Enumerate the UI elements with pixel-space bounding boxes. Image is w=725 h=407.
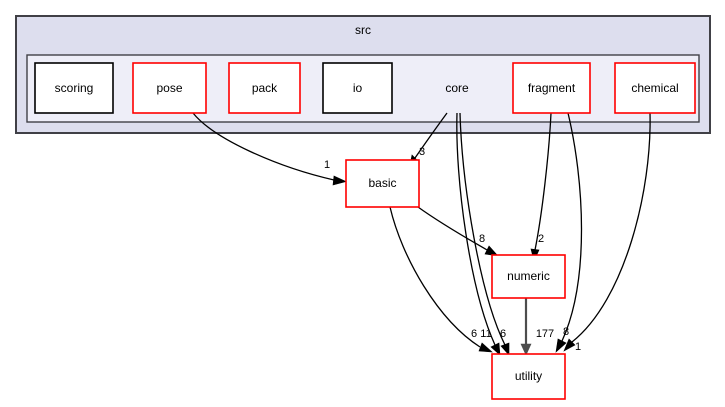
edge-chemical-to-utility-path [571,112,651,343]
node-core: core [445,81,469,95]
edge-core-to-utility-a-arrowhead [490,342,501,356]
edge-fragment-to-numeric-path [534,112,552,251]
node-fragment-rect[interactable] [512,62,591,114]
edge-fragment-to-utility-arrowhead [555,338,567,353]
edge-chemical-to-utility-arrowhead [563,338,576,352]
edge-basic-to-numeric-path [417,206,488,251]
edge-pose-to-basic-path [192,112,335,181]
node-pose-label: pose [156,81,182,95]
node-core-label: core [445,81,469,95]
node-chemical[interactable]: chemical [614,62,696,114]
edges-layer: 1 3 8 2 6 11 [192,112,651,356]
edge-core-to-utility-a: 11 [456,112,501,356]
edge-basic-to-numeric-label: 8 [479,233,485,245]
edge-fragment-to-utility-path [561,112,583,342]
cluster-src-label: src [355,23,371,37]
node-fragment-label: fragment [528,81,576,95]
node-scoring-label: scoring [55,81,94,95]
edge-numeric-to-utility-label: 177 [536,328,554,340]
node-io[interactable]: io [322,62,393,114]
node-chemical-label: chemical [631,81,678,95]
node-io-rect[interactable] [322,62,393,114]
node-io-label: io [353,81,363,95]
edge-pose-to-basic-label: 1 [324,159,330,171]
edge-core-to-utility-b-path [459,112,506,346]
edge-basic-to-utility-label: 6 [471,328,477,340]
node-pack-label: pack [252,81,278,95]
node-utility-label: utility [515,369,542,383]
edge-basic-to-numeric: 8 [417,206,499,257]
node-pack-rect[interactable] [228,62,301,114]
node-fragment[interactable]: fragment [512,62,591,114]
edge-numeric-to-utility-arrowhead [520,343,532,356]
edge-pose-to-basic-arrowhead [332,175,347,186]
node-pack[interactable]: pack [228,62,301,114]
node-numeric-label: numeric [507,269,550,283]
edge-basic-to-utility-arrowhead [478,342,493,353]
edge-core-to-basic-path [414,112,448,159]
edge-chemical-to-utility: 1 [563,112,651,353]
edge-pose-to-basic: 1 [192,112,347,186]
edge-basic-to-utility: 6 [389,206,493,353]
node-scoring[interactable]: scoring [34,62,114,114]
edge-fragment-to-utility-label: 8 [563,326,569,338]
node-pose-rect[interactable] [132,62,207,114]
node-numeric-rect[interactable] [491,254,566,299]
edge-core-to-utility-a-label: 11 [480,328,491,340]
node-pose[interactable]: pose [132,62,207,114]
node-utility[interactable]: utility [491,353,566,400]
node-scoring-rect[interactable] [34,62,114,114]
edge-core-to-basic-label: 3 [419,146,425,158]
nodes-layer: scoring pose pack io core fragment chemi… [34,62,696,400]
node-utility-rect[interactable] [491,353,566,400]
node-basic-rect[interactable] [345,159,420,208]
node-basic-label: basic [368,176,396,190]
node-chemical-rect[interactable] [614,62,696,114]
edge-fragment-to-utility: 8 [555,112,583,353]
edge-core-to-utility-a-path [456,112,496,346]
edge-core-to-utility-b-arrowhead [500,342,510,356]
edge-chemical-to-utility-label: 1 [575,341,581,353]
edge-core-to-utility-b-label: 6 [500,328,506,340]
node-basic[interactable]: basic [345,159,420,208]
edge-numeric-to-utility: 177 [520,297,554,356]
edge-fragment-to-numeric-label: 2 [538,233,544,245]
node-numeric[interactable]: numeric [491,254,566,299]
edge-basic-to-utility-path [389,206,481,348]
edge-fragment-to-numeric: 2 [530,112,552,262]
edge-core-to-utility-b: 6 [459,112,510,356]
